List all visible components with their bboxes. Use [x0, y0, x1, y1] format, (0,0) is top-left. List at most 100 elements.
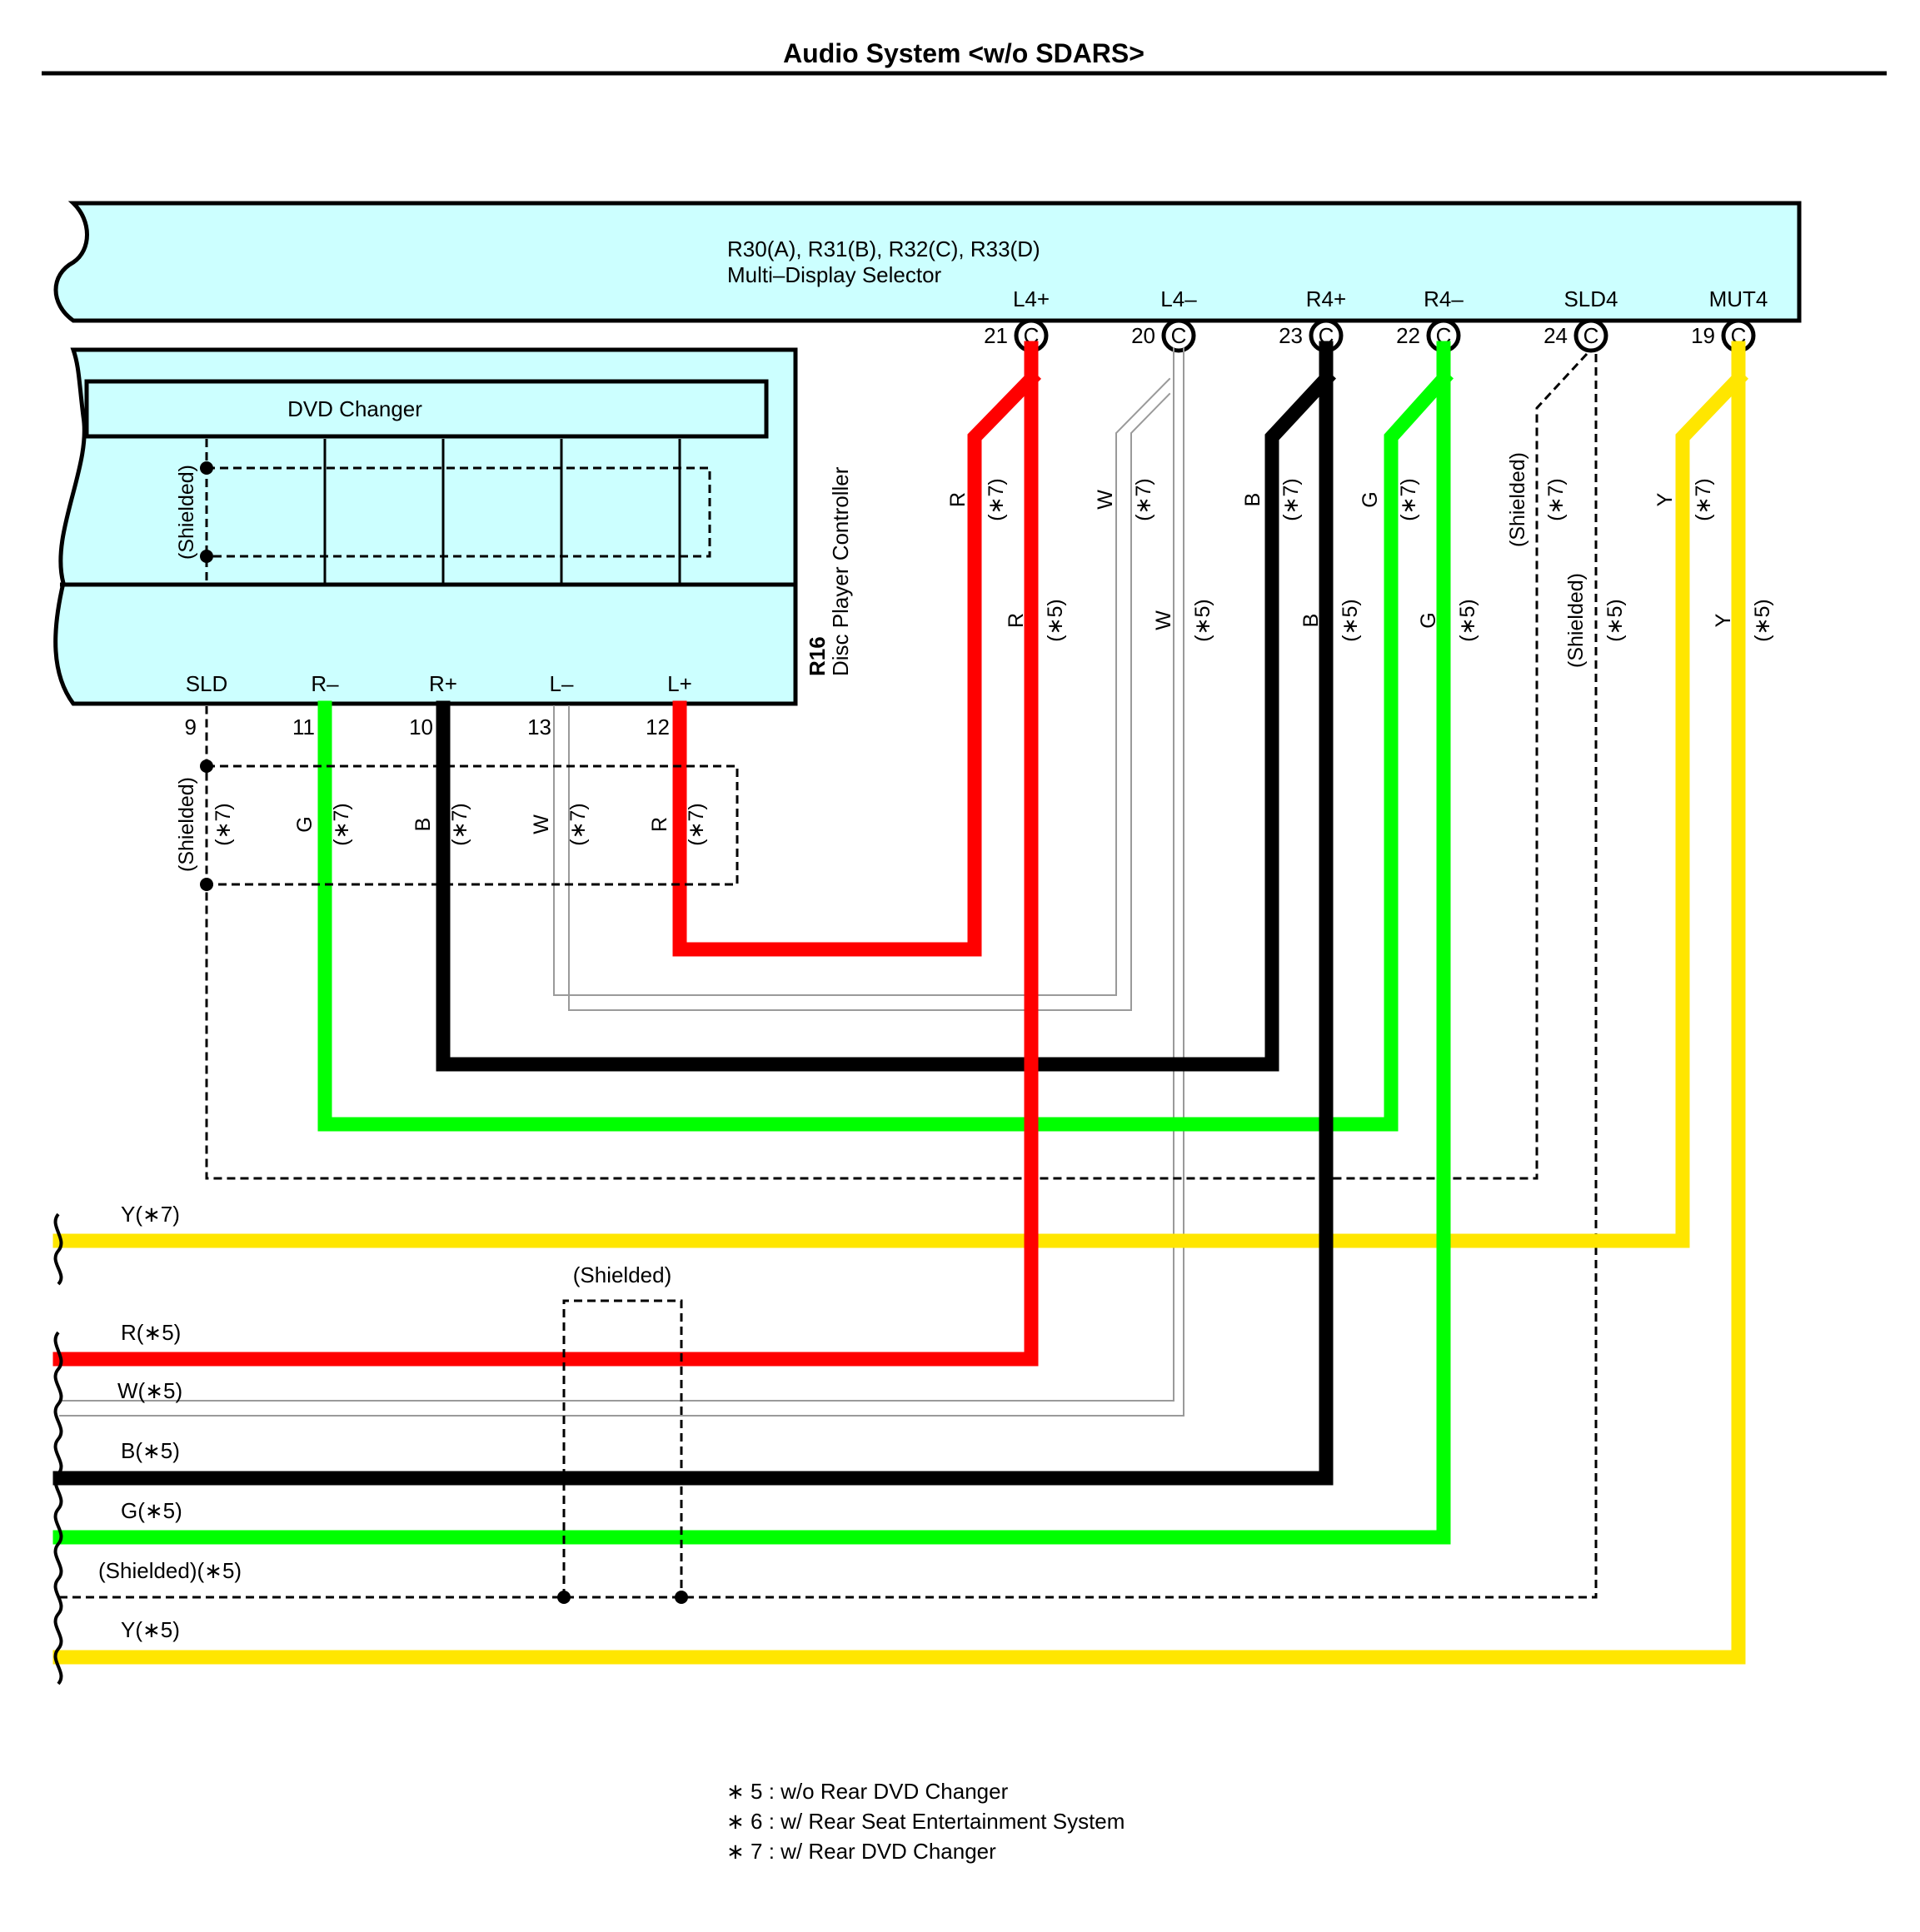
output-w5-label: W(∗5): [117, 1378, 182, 1403]
label-note7: (∗7): [448, 803, 471, 846]
shield-junction-dot: [675, 1591, 688, 1604]
wire-b5: [52, 341, 1334, 1486]
label-g: G: [1359, 491, 1382, 507]
selector-terminal-sld4: SLD4 24 C: [1543, 286, 1618, 353]
connector-c-circle: [1573, 318, 1608, 353]
label-r: R: [946, 492, 970, 507]
controller-code: R16: [805, 636, 830, 676]
label-g: G: [293, 816, 317, 832]
pin-10: 10: [409, 715, 433, 739]
label-b: B: [411, 818, 435, 832]
label-b: B: [1299, 614, 1323, 628]
output-y5-label: Y(∗5): [121, 1617, 180, 1642]
pin-number: 20: [1131, 323, 1155, 348]
pin-13: 13: [527, 715, 551, 739]
diagram-title: Audio System <w/o SDARS>: [783, 38, 1145, 68]
shield-junction-dot: [200, 550, 213, 563]
label-shielded: (Shielded): [1506, 452, 1529, 547]
pin-number: 24: [1543, 323, 1568, 348]
pin-number: 19: [1691, 323, 1715, 348]
footnote-7: ∗ 7 : w/ Rear DVD Changer: [726, 1839, 996, 1864]
output-break-marks: [53, 1212, 63, 1686]
controller-name: Disc Player Controller: [828, 466, 853, 676]
lower-harness-shield-box: [207, 764, 739, 886]
label-shielded: (Shielded): [1564, 573, 1588, 668]
shield-junction-dot: [200, 759, 213, 773]
output-g5-label: G(∗5): [121, 1498, 182, 1523]
shield-junction-dot: [557, 1591, 571, 1604]
terminal-r-minus-name: R–: [311, 671, 339, 696]
shield-junction-dot: [200, 461, 213, 475]
wire-shield5: [60, 354, 1598, 1599]
controller-terminals: SLD R– R+ L– L+ 9 11 10 13 12: [185, 671, 692, 739]
terminal-name: SLD4: [1563, 286, 1618, 311]
output-b5-label: B(∗5): [121, 1438, 180, 1463]
wire-b7: [436, 368, 1337, 1072]
wire-y5: [52, 341, 1746, 1665]
output-labels: Y(∗7) (Shielded) R(∗5) W(∗5) B(∗5) G(∗5)…: [98, 1202, 671, 1642]
pin-9: 9: [185, 715, 197, 739]
dvd-changer-box: [84, 379, 769, 439]
pin-12: 12: [646, 715, 670, 739]
footnote-6: ∗ 6 : w/ Rear Seat Entertainment System: [726, 1809, 1125, 1834]
wire-r5: [52, 341, 1039, 1367]
shield-junction-dot: [200, 878, 213, 891]
selector-terminal-mut4: MUT4 19 C: [1691, 286, 1768, 353]
label-w: W: [1094, 490, 1117, 510]
internal-shielded-label: (Shielded): [175, 465, 198, 560]
output-y7-label: Y(∗7): [121, 1202, 180, 1227]
output-r5-label: R(∗5): [121, 1320, 181, 1345]
label-r: R: [1005, 613, 1028, 628]
label-note5: (∗5): [1456, 599, 1479, 642]
label-r: R: [648, 817, 671, 832]
connector-letter: C: [1583, 323, 1599, 348]
wire-labels-upper: R (∗7) R (∗5) W (∗7) W (∗5) B (∗7) B (∗5…: [946, 452, 1774, 668]
dvd-changer-label: DVD Changer: [287, 396, 422, 421]
terminal-l-minus-name: L–: [550, 671, 574, 696]
label-note5: (∗5): [1751, 599, 1774, 642]
terminal-sld-name: SLD: [186, 671, 228, 696]
terminal-name: L4–: [1160, 286, 1197, 311]
label-note7: (∗7): [566, 803, 590, 846]
selector-terminal-r4-plus: R4+ 23 C: [1279, 286, 1346, 353]
terminal-name: R4+: [1306, 286, 1346, 311]
terminal-name: R4–: [1424, 286, 1464, 311]
label-note7: (∗7): [1692, 478, 1715, 521]
label-shielded: (Shielded): [175, 777, 198, 872]
terminal-name: L4+: [1013, 286, 1050, 311]
output-shield-loop: [562, 1299, 683, 1597]
label-b: B: [1241, 493, 1264, 507]
selector-connector-ids: R30(A), R31(B), R32(C), R33(D): [727, 237, 1040, 261]
wire-y7: [52, 368, 1749, 1248]
pin-number: 21: [984, 323, 1008, 348]
label-note7: (∗7): [685, 803, 708, 846]
label-note5: (∗5): [1044, 599, 1067, 642]
selector-name: Multi–Display Selector: [727, 262, 942, 287]
label-w: W: [530, 814, 553, 834]
terminal-l-plus-name: L+: [667, 671, 692, 696]
label-w: W: [1152, 610, 1175, 630]
label-note7: (∗7): [1279, 478, 1303, 521]
label-y: Y: [1653, 492, 1677, 506]
wire-g7: [317, 368, 1454, 1132]
wire-w7-inner: [568, 392, 1171, 1011]
wire-g5: [52, 341, 1451, 1545]
label-note7: (∗7): [330, 803, 353, 846]
multi-display-selector-box: [53, 201, 1802, 323]
selector-terminal-l4-minus: L4– 20 C: [1131, 286, 1197, 353]
label-note7: (∗7): [1132, 478, 1155, 521]
pin-11: 11: [292, 715, 315, 739]
output-sld5-label: (Shielded)(∗5): [98, 1558, 242, 1583]
pin-number: 23: [1279, 323, 1303, 348]
wire-labels-lower: (Shielded) (∗7) G (∗7) B (∗7) W (∗7) R (…: [175, 777, 708, 872]
label-g: G: [1417, 612, 1440, 628]
terminal-name: MUT4: [1709, 286, 1768, 311]
wire-w7-outer: [553, 377, 1171, 996]
wire-shield7: [205, 352, 1588, 1180]
footnote-5: ∗ 5 : w/o Rear DVD Changer: [726, 1779, 1009, 1804]
label-note7: (∗7): [985, 478, 1008, 521]
label-y: Y: [1712, 613, 1735, 627]
connector-letter: C: [1171, 323, 1187, 348]
pin-number: 22: [1396, 323, 1420, 348]
